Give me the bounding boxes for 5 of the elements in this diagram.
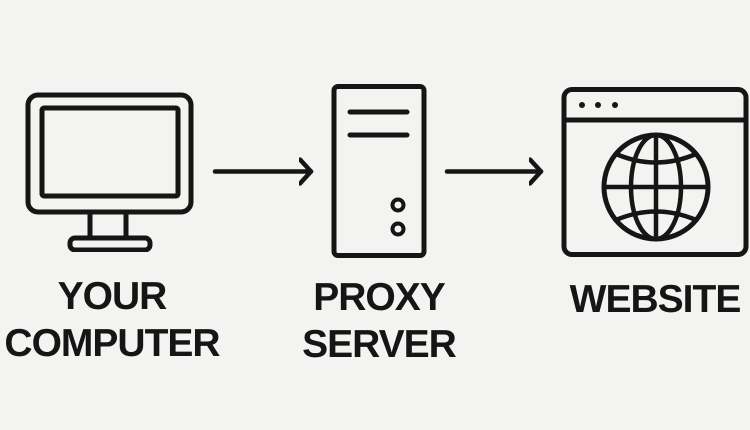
node-label: YOUR COMPUTER xyxy=(3,274,221,367)
arrow xyxy=(212,157,314,186)
node-label: WEBSITE xyxy=(568,277,742,323)
arrow xyxy=(444,157,544,186)
node-label: PROXY SERVER xyxy=(301,275,457,368)
